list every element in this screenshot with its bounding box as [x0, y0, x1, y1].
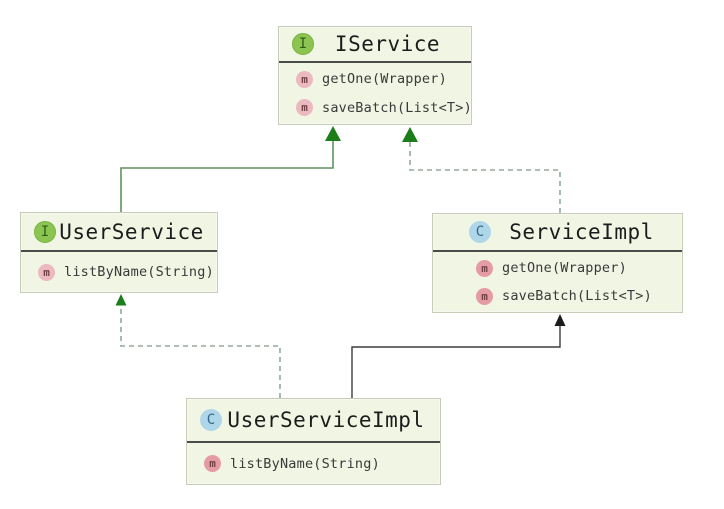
method-row[interactable]: m getOne(Wrapper)	[279, 65, 471, 94]
node-title: ServiceImpl	[509, 220, 654, 244]
node-header: I UserService	[21, 213, 217, 252]
class-node-serviceimpl[interactable]: C ServiceImpl m getOne(Wrapper) m saveBa…	[432, 213, 683, 313]
interface-badge-icon: I	[34, 220, 56, 243]
node-header: C ServiceImpl	[433, 214, 682, 252]
method-badge-icon: m	[476, 287, 493, 305]
node-methods: m listByName(String)	[187, 443, 440, 484]
edge-userservice-extends-iservice[interactable]	[120, 126, 341, 212]
method-label: getOne(Wrapper)	[502, 260, 627, 276]
method-label: getOne(Wrapper)	[322, 71, 447, 88]
edge-userserviceimpl-extends-serviceimpl[interactable]	[351, 314, 566, 398]
method-label: listByName(String)	[230, 455, 380, 472]
class-node-userserviceimpl[interactable]: C UserServiceImpl m listByName(String)	[186, 398, 441, 485]
method-row[interactable]: m listByName(String)	[187, 445, 440, 482]
node-title: IService	[334, 32, 441, 56]
interface-badge-icon: I	[292, 33, 314, 55]
method-row[interactable]: m saveBatch(List<T>)	[459, 282, 682, 310]
class-badge-icon: C	[200, 409, 222, 431]
class-badge-icon: C	[469, 221, 491, 243]
node-methods: m getOne(Wrapper) m saveBatch(List<T>)	[279, 63, 472, 124]
node-methods: m listByName(String)	[21, 252, 217, 292]
node-title: UserService	[59, 219, 204, 244]
node-header: C UserServiceImpl	[187, 399, 440, 443]
method-badge-icon: m	[476, 259, 493, 277]
node-header: I IService	[279, 27, 471, 63]
edge-userserviceimpl-implements-userservice[interactable]	[115, 294, 281, 398]
method-badge-icon: m	[296, 99, 313, 117]
edge-serviceimpl-implements-iservice[interactable]	[402, 127, 561, 213]
class-node-userservice[interactable]: I UserService m listByName(String)	[20, 212, 218, 293]
method-row[interactable]: m saveBatch(List<T>)	[279, 94, 472, 123]
method-row[interactable]: m getOne(Wrapper)	[459, 254, 682, 282]
method-badge-icon: m	[296, 70, 313, 88]
method-label: saveBatch(List<T>)	[502, 288, 652, 304]
method-label: listByName(String)	[64, 264, 214, 280]
method-row[interactable]: m listByName(String)	[21, 254, 217, 290]
method-label: saveBatch(List<T>)	[322, 99, 472, 116]
class-node-iservice[interactable]: I IService m getOne(Wrapper) m saveBatch…	[278, 26, 472, 125]
method-badge-icon: m	[38, 263, 55, 281]
node-methods: m getOne(Wrapper) m saveBatch(List<T>)	[433, 252, 682, 312]
node-title: UserServiceImpl	[227, 408, 425, 432]
method-badge-icon: m	[204, 455, 221, 472]
